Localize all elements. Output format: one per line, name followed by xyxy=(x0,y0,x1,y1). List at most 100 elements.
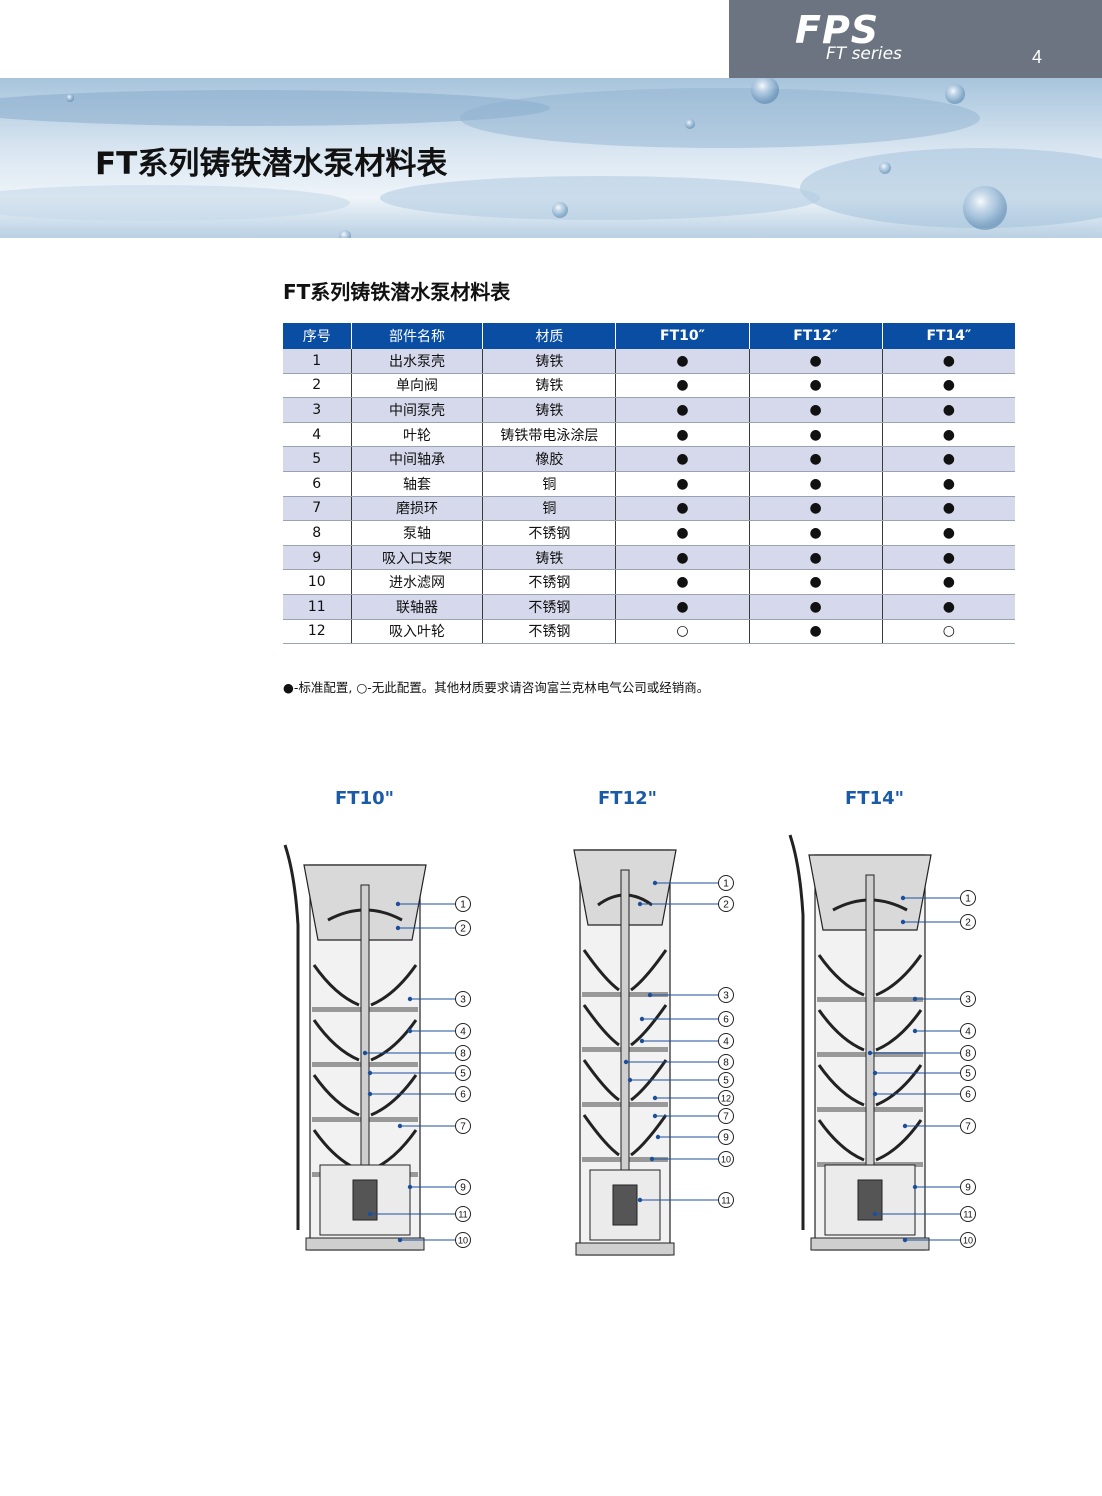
diagram-title-ft14: FT14" xyxy=(845,788,905,809)
callout-circle xyxy=(455,1118,471,1134)
callout-dot xyxy=(639,1016,645,1022)
callout-dot xyxy=(367,1091,373,1097)
table-cell: ● xyxy=(615,496,750,522)
callout-number: 9 xyxy=(460,1183,466,1194)
impeller-stage xyxy=(312,1074,360,1117)
impeller-stage xyxy=(312,1019,360,1062)
callout-dot xyxy=(397,1123,403,1129)
callout-dot xyxy=(872,1070,878,1076)
callout-circle xyxy=(960,991,976,1007)
callout-number: 4 xyxy=(723,1037,729,1048)
callout-dot xyxy=(362,1050,368,1056)
callout-dot xyxy=(639,1038,645,1044)
impeller-stage xyxy=(582,1114,620,1157)
callout-circle xyxy=(718,1033,734,1049)
callout-circle xyxy=(718,1108,734,1124)
coupling xyxy=(857,1179,883,1221)
callout-circle xyxy=(718,1090,734,1106)
callout-dot xyxy=(397,1237,403,1243)
callout-number: 7 xyxy=(460,1122,466,1133)
callout-circle xyxy=(718,1011,734,1027)
callout-number: 6 xyxy=(723,1015,729,1026)
impeller-stage xyxy=(370,1019,418,1062)
callout-number: 11 xyxy=(721,1196,730,1206)
table-cell: ● xyxy=(615,569,750,595)
callout-circle xyxy=(960,1045,976,1061)
callout-dot xyxy=(627,1077,633,1083)
callout-number: 1 xyxy=(965,894,971,905)
table-cell: ● xyxy=(882,545,1015,571)
impeller-stage xyxy=(312,964,360,1007)
callout-dot xyxy=(407,1184,413,1190)
callout-dot xyxy=(912,1184,918,1190)
callout-number: 2 xyxy=(460,924,466,935)
callout-number: 1 xyxy=(723,879,729,890)
table-cell: 11 xyxy=(283,594,352,620)
table-cell: 1 xyxy=(283,349,352,374)
table-cell: 铸铁 xyxy=(482,373,617,399)
pump-shaft xyxy=(865,874,875,1211)
callout-number: 4 xyxy=(460,1027,466,1038)
table-cell: 6 xyxy=(283,471,352,497)
table-cell: ● xyxy=(615,422,750,448)
table-cell: ● xyxy=(882,520,1015,546)
table-cell: 联轴器 xyxy=(351,594,484,620)
table-cell: ● xyxy=(615,545,750,571)
callout-dot xyxy=(367,1070,373,1076)
table-cell: 铜 xyxy=(482,496,617,522)
callout-dot xyxy=(900,919,906,925)
callout-dot xyxy=(912,1028,918,1034)
callout-number: 8 xyxy=(723,1058,729,1069)
impeller-stage xyxy=(630,949,668,992)
callout-number: 12 xyxy=(721,1094,731,1104)
callout-circle xyxy=(455,896,471,912)
water-drops-illustration xyxy=(0,78,1102,238)
table-cell: 吸入叶轮 xyxy=(351,619,484,645)
callout-circle xyxy=(718,875,734,891)
callout-number: 5 xyxy=(723,1076,729,1087)
table-cell: 7 xyxy=(283,496,352,522)
table-header-row: 序号 部件名称 材质 FT10″ FT12″ FT14″ xyxy=(283,323,1015,349)
table-cell: ● xyxy=(749,496,883,522)
callout-number: 7 xyxy=(965,1122,971,1133)
table-cell: 铸铁 xyxy=(482,397,617,423)
callout-number: 8 xyxy=(965,1049,971,1060)
table-cell: 出水泵壳 xyxy=(351,349,484,374)
column-header: FT12″ xyxy=(749,323,883,349)
callout-number: 2 xyxy=(723,900,729,911)
column-header: 部件名称 xyxy=(351,323,484,349)
callout-circle xyxy=(455,1086,471,1102)
coupling xyxy=(612,1184,638,1226)
table-cell: ● xyxy=(882,446,1015,472)
table-cell: ● xyxy=(749,373,883,399)
impeller-stage xyxy=(817,954,865,997)
table-footnote: ●-标准配置, ○-无此配置。其他材质要求请咨询富兰克林电气公司或经销商。 xyxy=(283,680,710,695)
table-cell: ● xyxy=(749,446,883,472)
callout-number: 6 xyxy=(965,1090,971,1101)
table-cell: 不锈钢 xyxy=(482,569,617,595)
impeller-stage xyxy=(875,954,923,997)
impeller-stage xyxy=(630,1059,668,1102)
callout-circle xyxy=(960,1118,976,1134)
callout-dot xyxy=(652,1095,658,1101)
table-cell: 3 xyxy=(283,397,352,423)
table-cell: 中间轴承 xyxy=(351,446,484,472)
callout-dot xyxy=(872,1091,878,1097)
callout-number: 11 xyxy=(458,1210,467,1220)
callout-circle xyxy=(455,991,471,1007)
impeller-stage xyxy=(817,1119,865,1162)
callout-circle xyxy=(455,1065,471,1081)
table-cell: ● xyxy=(882,569,1015,595)
table-cell: 磨损环 xyxy=(351,496,484,522)
pump-base xyxy=(810,1237,930,1251)
callout-number: 3 xyxy=(460,995,466,1006)
callout-dot xyxy=(902,1237,908,1243)
banner-title: FT系列铸铁潜水泵材料表 xyxy=(95,146,448,182)
callout-number: 9 xyxy=(965,1183,971,1194)
callout-dot xyxy=(637,901,643,907)
callout-circle xyxy=(960,1023,976,1039)
